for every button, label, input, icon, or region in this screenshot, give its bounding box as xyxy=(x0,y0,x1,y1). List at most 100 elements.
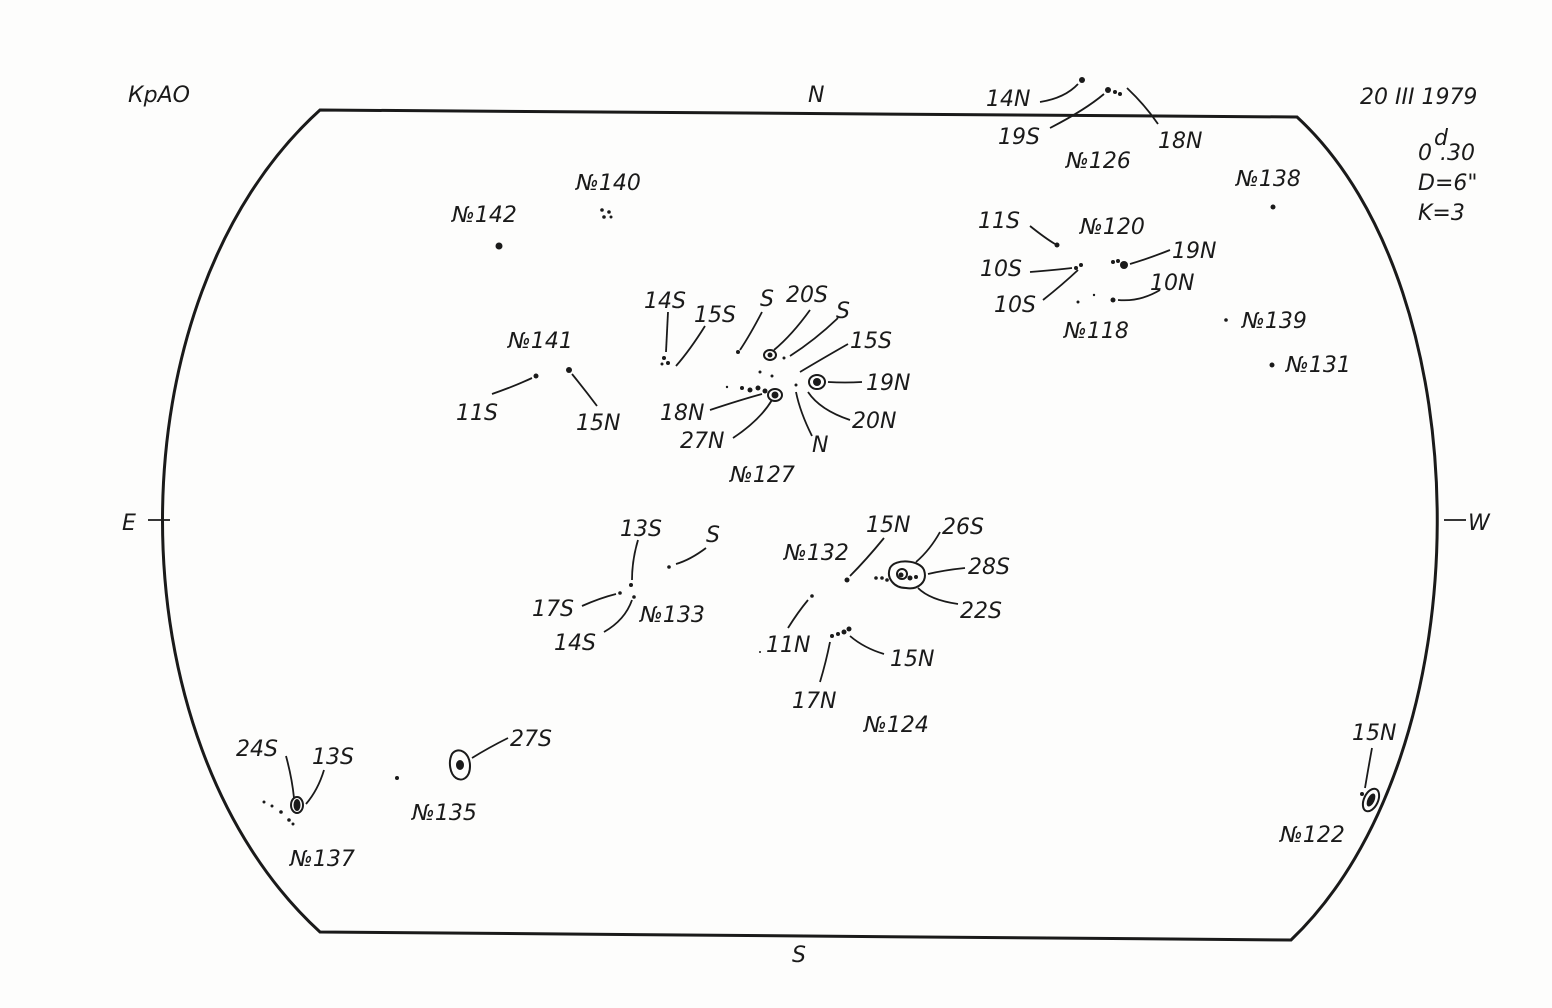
west-label: W xyxy=(1468,511,1491,536)
sunspot xyxy=(810,594,814,598)
group-number-137: №137 xyxy=(289,847,355,872)
label-15s: 15S xyxy=(850,329,892,354)
leader-line xyxy=(571,373,598,407)
leader-line xyxy=(1126,87,1159,125)
leader-line xyxy=(1117,289,1161,302)
time-value: 0 xyxy=(1418,141,1432,166)
label-13s: 13S xyxy=(620,517,662,542)
label-11s: 11S xyxy=(978,209,1020,234)
sunspot xyxy=(794,383,798,387)
penumbra xyxy=(888,560,926,590)
label-15n: 15N xyxy=(866,513,910,538)
group-120: 11S №120 10S 10S 19N 10N xyxy=(978,209,1216,318)
leader-line xyxy=(1029,267,1073,273)
sunspot xyxy=(566,367,572,373)
group-138: №138 xyxy=(1235,167,1301,210)
label-17n: 17N xyxy=(792,689,836,714)
group-141: №141 11S 15N xyxy=(456,329,620,436)
penumbra xyxy=(763,349,777,361)
label-10n: 10N xyxy=(1150,271,1194,296)
leader-line xyxy=(1029,225,1056,245)
solar-disk-outline xyxy=(161,108,1439,942)
label-15s: 15S xyxy=(694,303,736,328)
group-number-124: №124 xyxy=(863,713,929,738)
sunspot xyxy=(767,352,773,358)
group-number-135: №135 xyxy=(411,801,477,826)
label-n: N xyxy=(812,433,828,458)
group-140: №140 xyxy=(575,171,641,219)
sunspot xyxy=(293,799,301,811)
diameter-label: D=6" xyxy=(1418,171,1478,196)
leader-line xyxy=(471,737,509,759)
leader-line xyxy=(1039,83,1079,103)
penumbra xyxy=(448,749,472,781)
leader-line xyxy=(917,587,959,605)
leader-line xyxy=(305,769,325,805)
group-131: №131 xyxy=(1269,353,1351,378)
sunspot xyxy=(660,362,664,366)
label-28s: 28S xyxy=(968,555,1010,580)
leader-line xyxy=(491,377,533,395)
time-decimal: .30 xyxy=(1440,141,1475,166)
group-number-118: №118 xyxy=(1063,319,1129,344)
group-number-140: №140 xyxy=(575,171,641,196)
sunspot xyxy=(755,385,761,391)
label-10s: 10S xyxy=(994,293,1036,318)
leader-line xyxy=(603,599,633,633)
sunspot xyxy=(1113,90,1117,94)
sunspot xyxy=(533,373,539,379)
sunspot xyxy=(846,626,852,632)
sunspot xyxy=(495,242,503,250)
leader-line xyxy=(795,391,813,437)
sunspot xyxy=(747,387,753,393)
sunspot xyxy=(607,210,611,214)
leader-line xyxy=(807,391,851,421)
sunspot xyxy=(600,208,604,212)
sunspot xyxy=(758,370,762,374)
leader-line xyxy=(1364,747,1373,789)
sunspot xyxy=(1118,92,1122,96)
group-118: №118 xyxy=(1063,319,1129,344)
group-139: №139 xyxy=(1224,309,1307,334)
leader-line xyxy=(849,635,885,655)
label-13s: 13S xyxy=(312,745,354,770)
label-18n: 18N xyxy=(660,401,704,426)
penumbra xyxy=(767,388,783,402)
leader-line xyxy=(827,381,863,384)
k-value-label: K=3 xyxy=(1418,201,1465,226)
sunspot xyxy=(287,818,291,822)
leader-line xyxy=(581,593,617,607)
sunspot xyxy=(1110,297,1116,303)
penumbra xyxy=(896,568,908,580)
sunspot xyxy=(609,215,613,219)
group-124: 11N 15N 17N №124 xyxy=(759,594,934,738)
sunspot xyxy=(830,634,834,638)
sunspot xyxy=(1074,266,1078,270)
group-number-122: №122 xyxy=(1279,823,1345,848)
group-number-139: №139 xyxy=(1241,309,1307,334)
label-20n: 20N xyxy=(852,409,896,434)
sunspot xyxy=(1105,87,1111,93)
penumbra xyxy=(1361,787,1381,813)
label-s: S xyxy=(706,523,720,548)
group-number-138: №138 xyxy=(1235,167,1301,192)
sunspot xyxy=(1360,792,1364,796)
sunspot xyxy=(736,350,740,354)
sunspot xyxy=(662,356,666,360)
label-26s: 26S xyxy=(942,515,984,540)
label-19n: 19N xyxy=(866,371,910,396)
group-number-133: №133 xyxy=(639,603,705,628)
leader-line xyxy=(675,325,706,367)
sunspot xyxy=(740,386,744,390)
sunspot xyxy=(1111,260,1115,264)
leader-line xyxy=(1049,93,1105,129)
label-s: S xyxy=(760,287,774,312)
leader-line xyxy=(915,531,941,563)
sunspot xyxy=(898,572,904,578)
sunspot xyxy=(1120,261,1128,269)
sunspot xyxy=(762,388,768,394)
leader-line xyxy=(631,539,639,581)
group-number-141: №141 xyxy=(507,329,573,354)
sunspot xyxy=(629,583,633,587)
